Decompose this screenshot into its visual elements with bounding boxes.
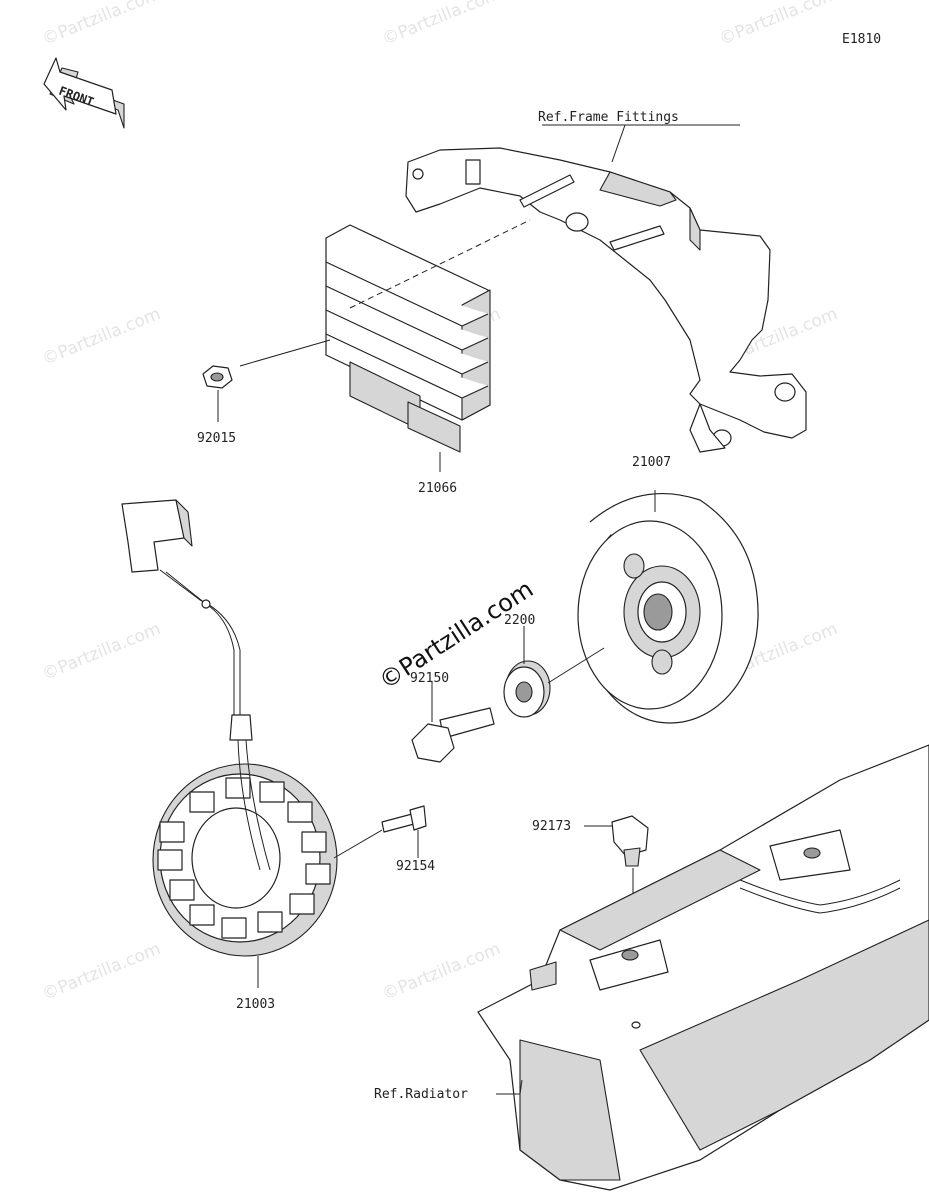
callout-21066: 21066	[418, 481, 457, 496]
stator	[152, 714, 338, 957]
washer	[503, 660, 551, 718]
callout-92173: 92173	[532, 819, 571, 834]
stator-poles	[157, 777, 331, 939]
radiator-cover	[477, 744, 929, 1191]
watermark: ©Partzilla.com	[39, 0, 163, 50]
watermark: ©Partzilla.com	[39, 619, 163, 685]
stator-connector	[121, 499, 241, 715]
bolt-92150	[411, 707, 495, 763]
callout-92150: 92150	[410, 671, 449, 686]
watermark: ©Partzilla.com	[379, 0, 503, 50]
bolt-92154	[381, 805, 427, 833]
watermark: ©Partzilla.com	[379, 939, 503, 1005]
watermark: ©Partzilla.com	[39, 304, 163, 370]
callout-21003: 21003	[236, 997, 275, 1012]
regulator-rectifier	[325, 219, 531, 453]
stud	[519, 174, 665, 251]
callout-92015: 92015	[197, 431, 236, 446]
flywheel	[577, 492, 759, 724]
callout-2200: 2200	[504, 613, 535, 628]
frame-fittings-bracket	[405, 147, 807, 453]
watermark: ©Partzilla.com	[39, 939, 163, 1005]
diagram-code: E1810	[842, 32, 881, 47]
nut-92015	[202, 365, 233, 389]
sensor-92173	[611, 815, 649, 867]
ref-frame-label: Ref.Frame Fittings	[538, 110, 679, 125]
ref-radiator-label: Ref.Radiator	[374, 1087, 468, 1102]
front-arrow-icon: FRONT	[43, 57, 125, 129]
callout-92154: 92154	[396, 859, 435, 874]
callout-21007: 21007	[632, 455, 671, 470]
watermark: ©Partzilla.com	[716, 0, 840, 50]
